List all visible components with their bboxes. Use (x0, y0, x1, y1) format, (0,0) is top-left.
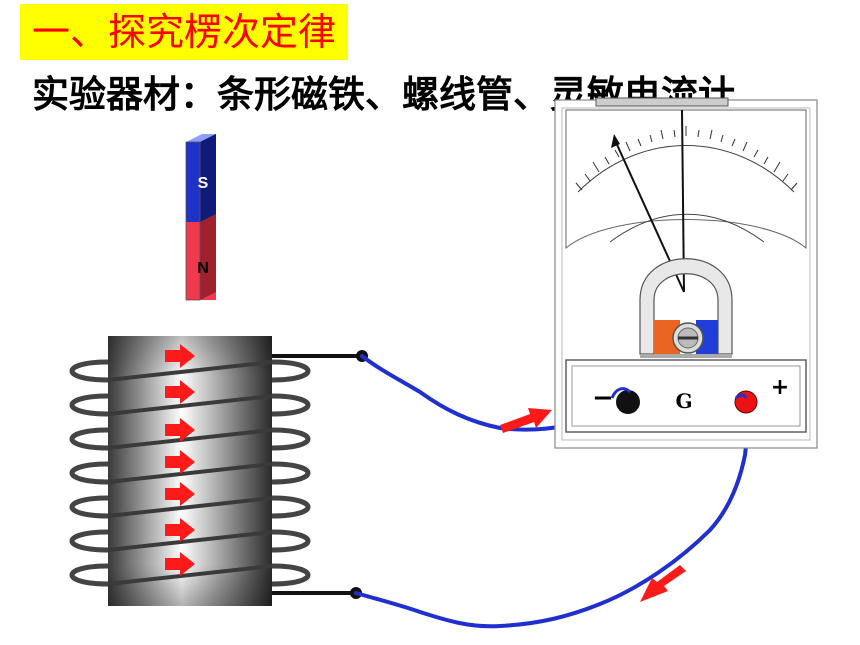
positive-terminal (734, 390, 758, 414)
current-arrow (165, 482, 195, 506)
current-arrow (165, 418, 195, 442)
magnet-s-label: S (198, 175, 209, 192)
coil-front-windings (107, 360, 273, 586)
scale-ticks (575, 126, 798, 191)
current-arrow (165, 344, 195, 368)
galvanometer: − G + (554, 97, 818, 449)
coil-right-loops (271, 359, 311, 587)
galvanometer-label: G (675, 389, 692, 413)
coil-current-arrows (165, 344, 195, 576)
solenoid (69, 336, 368, 606)
coil-back-loops (69, 359, 109, 587)
wire-bottom (354, 398, 750, 629)
title-banner: 一、探究楞次定律 (20, 4, 349, 60)
magnet-n-label: N (197, 260, 209, 277)
plus-sign: + (771, 375, 789, 400)
wire-current-arrows (500, 408, 686, 602)
wire-arrow-top (500, 408, 552, 433)
bar-magnet: S N (185, 134, 216, 301)
current-arrow (165, 518, 195, 542)
current-arrow (165, 552, 195, 576)
current-arrow (165, 450, 195, 474)
page-title: 一、探究楞次定律 (32, 10, 337, 54)
negative-terminal (616, 390, 640, 414)
current-arrow (165, 380, 195, 404)
wire-arrow-bottom (640, 565, 686, 602)
galvanometer-magnet-housing (639, 258, 733, 355)
minus-sign: − (592, 383, 614, 413)
